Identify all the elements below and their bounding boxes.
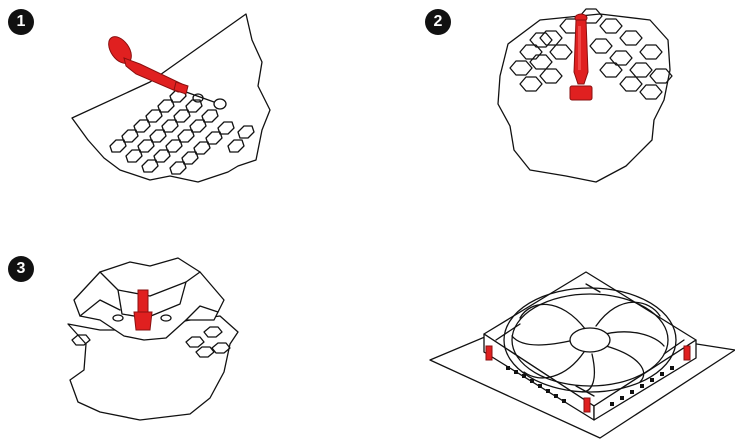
step-4-illustration [0,0,735,447]
